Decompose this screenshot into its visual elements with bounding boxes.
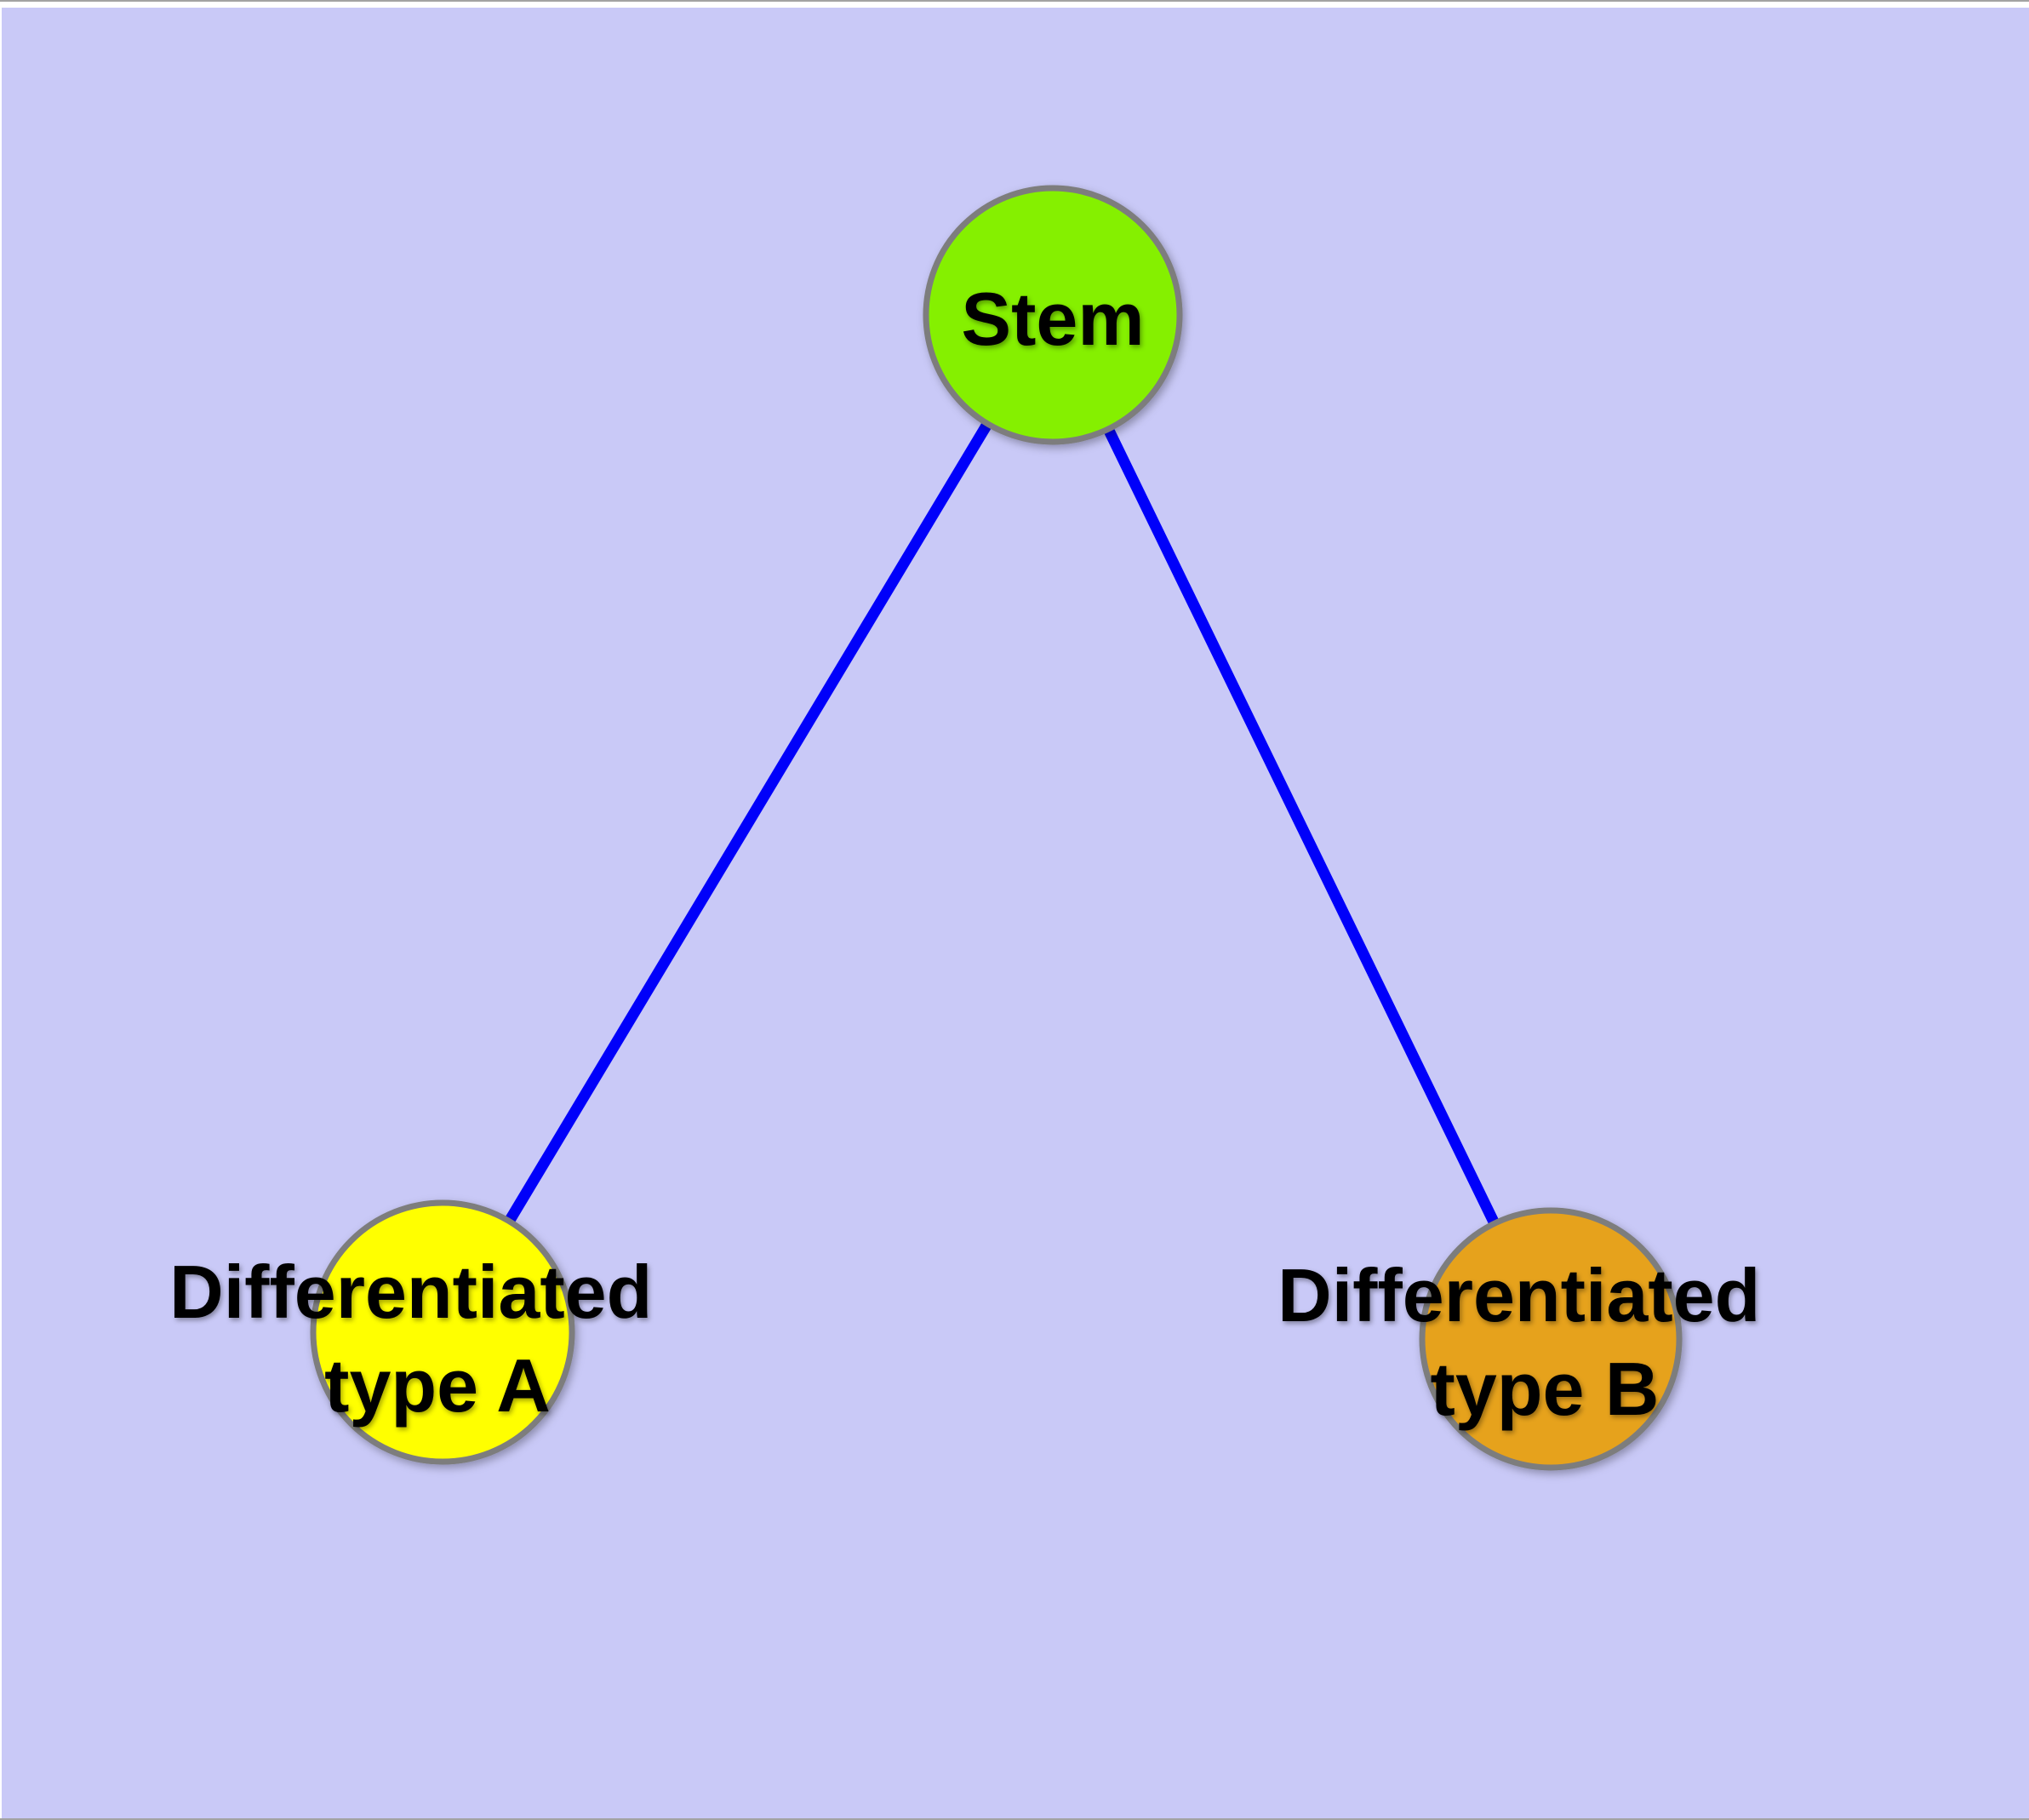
label-layer: Stem Differentiated type A Differentiate…: [169, 277, 1781, 1431]
edge-layer: [437, 312, 1556, 1342]
differentiated-type-b-node-circle: [1419, 1207, 1683, 1471]
differentiated-type-a-label-line-1: Differentiated: [169, 1250, 652, 1334]
differentiated-type-b-label-line-2: type B: [1431, 1347, 1660, 1431]
differentiated-type-a-label-line-2: type A: [324, 1343, 551, 1428]
edge-stem-to-type-b: [1048, 312, 1556, 1342]
differentiated-type-a-node-circle: [310, 1199, 575, 1465]
node-layer: [310, 185, 1683, 1471]
differentiated-type-b-label-line-1: Differentiated: [1277, 1253, 1760, 1337]
frame-bottom-hairline: [0, 1818, 2029, 1820]
stem-node-label-line-1: Stem: [961, 277, 1144, 361]
differentiated-type-b-node-label: Differentiated type B: [1277, 1253, 1781, 1431]
edge-stem-to-type-a: [437, 312, 1058, 1336]
differentiated-type-a-node-label: Differentiated type A: [169, 1250, 673, 1428]
stem-node-label: Stem: [961, 277, 1144, 361]
stem-node-circle: [923, 185, 1183, 445]
frame-top-hairline: [0, 0, 2029, 2]
